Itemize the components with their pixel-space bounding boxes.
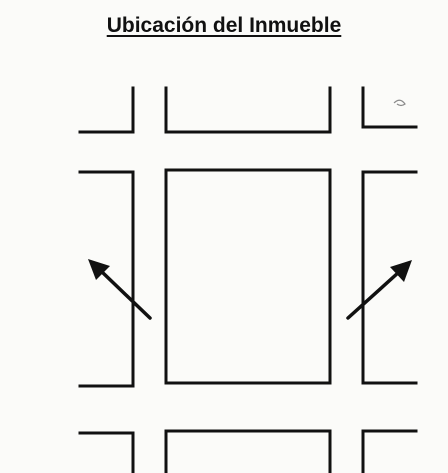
arrow-northeast	[346, 260, 412, 320]
smudge-mark	[393, 99, 406, 107]
block-top-right	[361, 86, 418, 129]
block-top-center	[164, 86, 332, 134]
arrow-northwest	[88, 259, 152, 320]
block-middle-right	[361, 170, 418, 385]
property-block	[164, 168, 332, 385]
block-bottom-left	[78, 431, 135, 473]
block-bottom-right	[361, 429, 418, 473]
block-bottom-center	[164, 429, 332, 473]
block-middle-left	[78, 170, 135, 388]
block-top-left	[78, 86, 135, 134]
page-title: Ubicación del Inmueble	[106, 14, 342, 37]
